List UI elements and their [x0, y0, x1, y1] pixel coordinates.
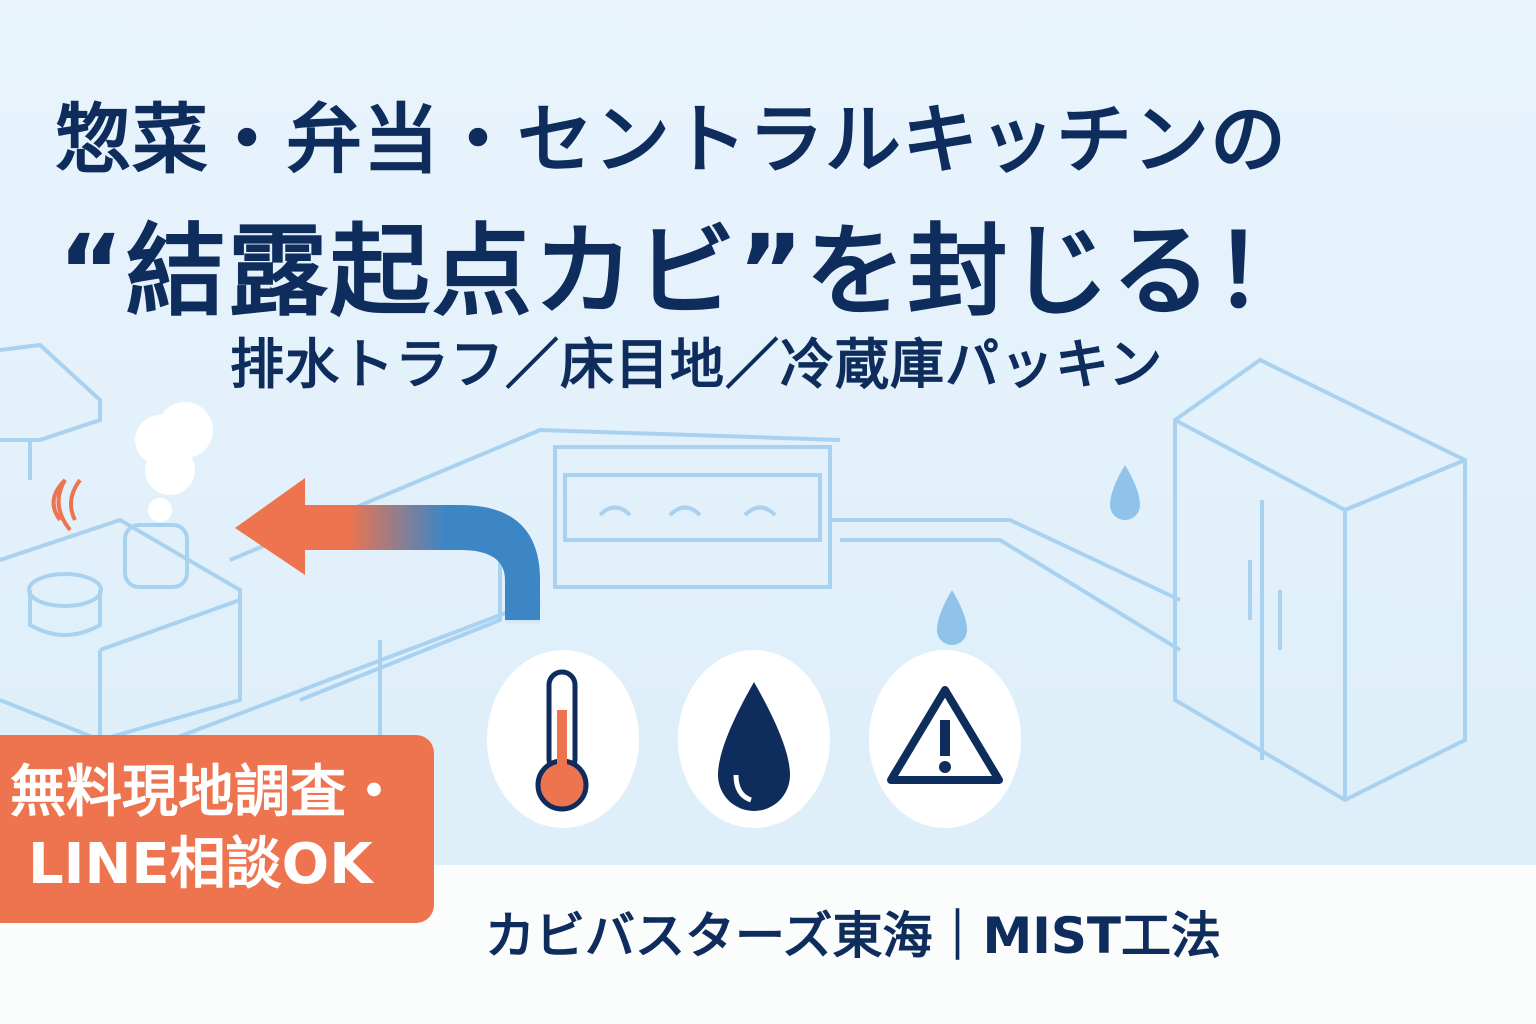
airflow-arrow: [300, 505, 540, 620]
refrigerator: [1173, 357, 1467, 803]
water-drop-icon: [718, 682, 790, 811]
headline-line2: “結露起点カビ”を封じる！: [58, 213, 1316, 330]
steam-cloud: [135, 402, 213, 522]
stove: [0, 517, 242, 743]
cta-line1: 無料現地調査・: [10, 760, 402, 825]
warning-icon: [887, 686, 1003, 784]
thermometer-icon: [535, 669, 589, 812]
drop-badge: [678, 650, 830, 828]
pot-tall: [123, 523, 189, 589]
brand-name: カビバスターズ東海｜MIST工法: [485, 907, 1221, 965]
range-hood: [0, 342, 102, 442]
drain-trough: [830, 518, 1182, 652]
pot: [27, 572, 103, 608]
headline-line1: 惣菜・弁当・セントラルキッチンの: [55, 95, 1287, 184]
thermometer-badge: [487, 650, 639, 828]
free-survey-badge[interactable]: 無料現地調査・ LINE相談OK: [0, 735, 434, 923]
droplet-icon: [937, 590, 967, 645]
display-case: [553, 445, 832, 589]
flame-icon: [51, 478, 82, 532]
cta-line2: LINE相談OK: [28, 832, 373, 897]
droplet-icon: [1110, 465, 1140, 520]
warning-badge: [869, 650, 1021, 828]
headline-subtitle: 排水トラフ／床目地／冷蔵庫パッキン: [230, 333, 1164, 396]
